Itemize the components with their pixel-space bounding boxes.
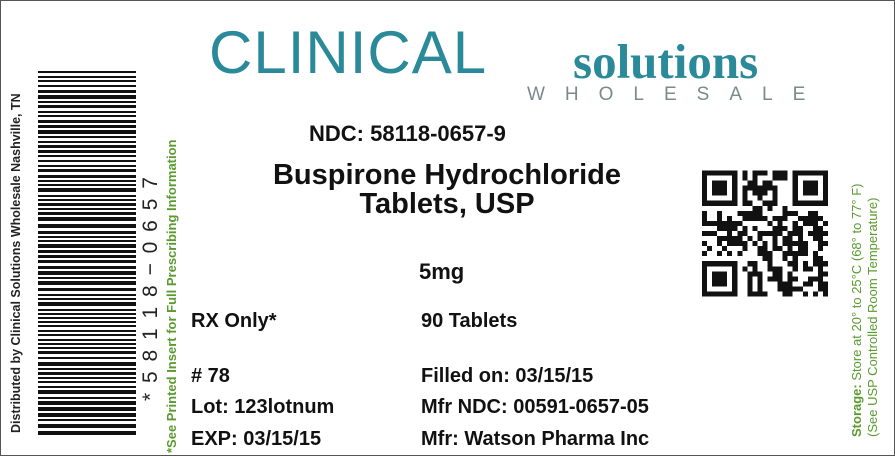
storage-line1: Store at 20° to 25°C (68° to 77° F)	[849, 183, 864, 385]
storage-label: Storage:	[849, 384, 864, 437]
rx-number: # 78	[191, 365, 230, 387]
quantity: 90 Tablets	[421, 310, 518, 332]
storage-info: Storage: Store at 20° to 25°C (68° to 77…	[849, 184, 881, 437]
lot-number: Lot: 123lotnum	[191, 396, 335, 418]
storage-line2: (See USP Controlled Room Temperature)	[865, 197, 880, 437]
drug-name: Buspirone Hydrochloride Tablets, USP	[217, 161, 677, 219]
logo-wholesale: WHOLESALE	[527, 84, 826, 105]
rx-only: RX Only*	[191, 310, 277, 332]
manufacturer: Mfr: Watson Pharma Inc	[421, 428, 650, 450]
filled-on: Filled on: 03/15/15	[421, 365, 594, 387]
prescribing-info-note: *See Printed Insert for Full Prescribing…	[164, 139, 179, 454]
qr-code	[702, 170, 828, 297]
expiration-date: EXP: 03/15/15	[191, 428, 322, 450]
mfr-ndc: Mfr NDC: 00591-0657-05	[421, 396, 649, 418]
drug-name-line2: Tablets, USP	[359, 188, 535, 220]
strength: 5mg	[419, 259, 465, 284]
drug-name-line1: Buspirone Hydrochloride	[272, 159, 622, 191]
distributor-text: Distributed by Clinical Solutions Wholes…	[9, 93, 23, 433]
barcode-number: * 5 8 1 1 8 − 0 6 5 7	[139, 175, 162, 401]
ndc-number: NDC: 58118-0657-9	[309, 121, 506, 146]
barcode	[38, 71, 136, 435]
logo-clinical: CLINICAL	[209, 19, 488, 86]
logo-solutions: solutions	[573, 34, 759, 89]
